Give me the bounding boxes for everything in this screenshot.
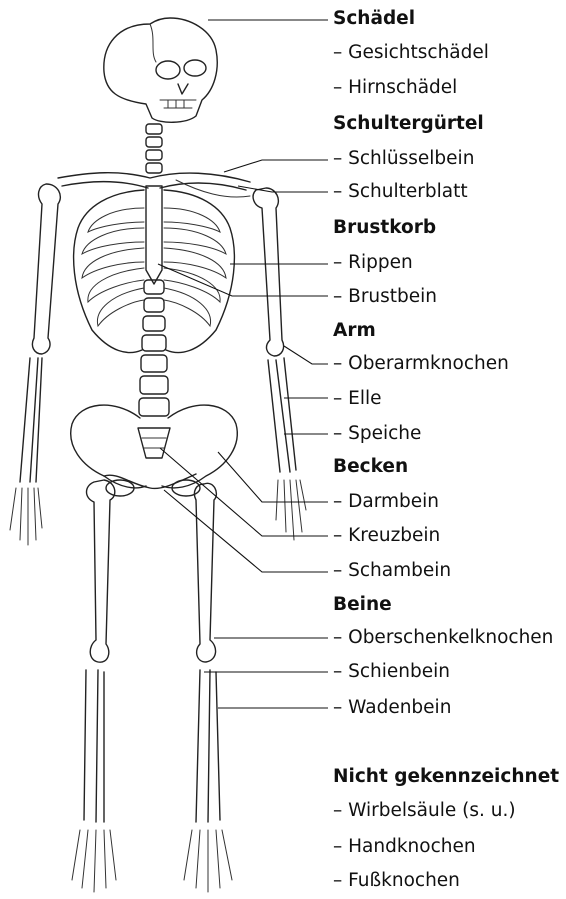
heading-schaedel: Schädel	[333, 8, 415, 30]
leader-oberarmknochen	[284, 346, 328, 364]
label-schambein: – Schambein	[333, 560, 451, 582]
label-schienbein: – Schienbein	[333, 661, 450, 683]
spine	[139, 124, 169, 416]
rib-cage	[74, 186, 235, 353]
label-kreuzbein: – Kreuzbein	[333, 525, 440, 547]
label-hirnschaedel: – Hirnschädel	[333, 77, 457, 99]
label-elle: – Elle	[333, 388, 381, 410]
label-wadenbein: – Wadenbein	[333, 697, 451, 719]
heading-schultergurtel: Schultergürtel	[333, 113, 484, 135]
skull	[104, 18, 217, 122]
label-brustbein: – Brustbein	[333, 286, 437, 308]
left-arm	[10, 184, 60, 545]
leader-darmbein	[218, 452, 328, 502]
heading-brustkorb: Brustkorb	[333, 217, 436, 239]
label-wirbelsaeule: – Wirbelsäule (s. u.)	[333, 800, 516, 822]
legs	[72, 480, 232, 892]
shoulder-girdle	[58, 173, 250, 197]
leader-brustbein	[158, 264, 328, 296]
label-oberarmknochen: – Oberarmknochen	[333, 353, 509, 375]
skeleton-drawing	[10, 18, 306, 892]
heading-beine: Beine	[333, 594, 392, 616]
label-darmbein: – Darmbein	[333, 491, 439, 513]
label-oberschenkelknochen: – Oberschenkelknochen	[333, 627, 553, 649]
right-arm	[253, 188, 306, 540]
heading-arm: Arm	[333, 320, 376, 342]
leader-schluesselbein	[224, 160, 328, 172]
leader-lines	[158, 20, 328, 708]
label-rippen: – Rippen	[333, 252, 413, 274]
heading-becken: Becken	[333, 456, 408, 478]
label-gesichtschaedel: – Gesichtschädel	[333, 42, 489, 64]
label-speiche: – Speiche	[333, 423, 421, 445]
label-handknochen: – Handknochen	[333, 836, 476, 858]
heading-nicht-gekennzeichnet: Nicht gekennzeichnet	[333, 766, 559, 788]
label-schulterblatt: – Schulterblatt	[333, 181, 468, 203]
label-schluesselbein: – Schlüsselbein	[333, 148, 474, 170]
label-fussknochen: – Fußknochen	[333, 870, 460, 892]
leader-schulterblatt	[238, 186, 328, 192]
